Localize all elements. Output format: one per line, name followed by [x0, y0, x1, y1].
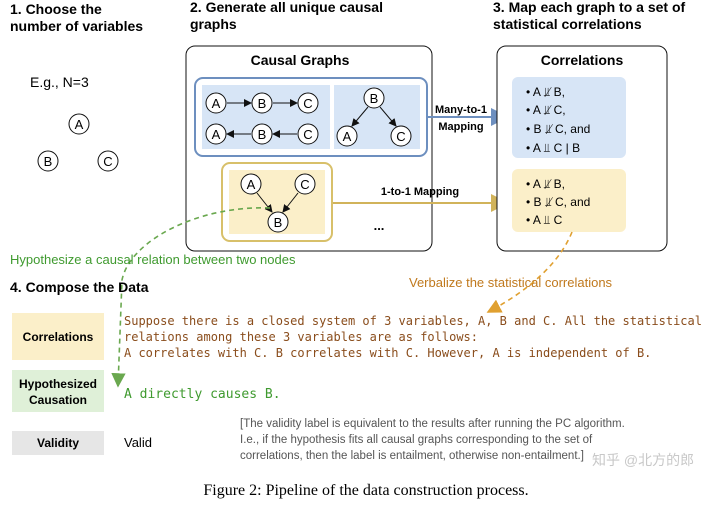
- blue-correlation-set: [512, 77, 626, 158]
- step1-node-b: B: [37, 150, 59, 172]
- svg-text:C: C: [303, 96, 312, 111]
- step1-node-c: C: [97, 150, 119, 172]
- yellow-correlation-set: [512, 169, 626, 232]
- graph-collider: A C B: [240, 173, 316, 233]
- correlations-panel-title: Correlations: [541, 52, 624, 68]
- yellow-corr-item: • B ⫫̸ C, and: [526, 195, 590, 209]
- correlations-text-line3: A correlates with C. B correlates with C…: [124, 346, 651, 360]
- verbalize-arrow: [486, 231, 573, 313]
- blue-corr-item: • A ⫫̸ B,: [526, 85, 565, 99]
- svg-text:C: C: [303, 127, 312, 142]
- blue-corr-item: • B ⫫̸ C, and: [526, 122, 590, 136]
- svg-text:A: A: [212, 127, 221, 142]
- correlations-label: Correlations: [23, 330, 94, 344]
- hypothesized-causation-label-box: [12, 370, 104, 412]
- svg-text:C: C: [300, 177, 309, 192]
- svg-text:B: B: [44, 154, 53, 169]
- svg-text:A: A: [75, 117, 84, 132]
- validity-label: Validity: [37, 436, 79, 450]
- graph-chain-forward: A B C: [205, 92, 319, 114]
- blue-corr-item: • A ⫫ C | B: [526, 141, 580, 155]
- svg-text:B: B: [258, 96, 267, 111]
- svg-text:C: C: [396, 129, 405, 144]
- graph-fork: B A C: [336, 87, 412, 147]
- step1-node-a: A: [68, 113, 90, 135]
- step3-title-line1: 3. Map each graph to a set of: [493, 0, 685, 15]
- step3-title-line2: statistical correlations: [493, 16, 642, 32]
- svg-text:B: B: [370, 91, 379, 106]
- blue-corr-item: • A ⫫̸ C,: [526, 103, 566, 117]
- hypothesize-note: Hypothesize a causal relation between tw…: [10, 252, 296, 267]
- step1-title-line2: number of variables: [10, 18, 143, 34]
- svg-text:B: B: [258, 127, 267, 142]
- figure-caption: Figure 2: Pipeline of the data construct…: [203, 482, 528, 499]
- graph-chain-backward: A B C: [205, 123, 319, 145]
- svg-text:A: A: [343, 129, 352, 144]
- step2-title-line2: graphs: [190, 16, 237, 32]
- step1-title-line1: 1. Choose the: [10, 1, 102, 17]
- hypothesize-arrow: [111, 207, 271, 388]
- hypothesized-label-line1: Hypothesized: [19, 377, 97, 391]
- svg-text:A: A: [247, 177, 256, 192]
- correlations-text-line2: relations among these 3 variables are as…: [124, 330, 478, 344]
- correlations-text-line1: Suppose there is a closed system of 3 va…: [124, 314, 702, 328]
- verbalize-note: Verbalize the statistical correlations: [409, 275, 613, 290]
- svg-text:A: A: [212, 96, 221, 111]
- validity-value: Valid: [124, 435, 152, 450]
- svg-text:B: B: [274, 215, 283, 230]
- validity-note-line1: [The validity label is equivalent to the…: [240, 418, 625, 430]
- step2-title-line1: 2. Generate all unique causal: [190, 0, 383, 15]
- yellow-corr-item: • A ⫫ C: [526, 213, 563, 227]
- many-to-one-label-line2: Mapping: [438, 121, 483, 133]
- hypothesized-label-line2: Causation: [29, 393, 87, 407]
- more-graphs-ellipsis: ...: [374, 218, 385, 233]
- correlations-label-box: [12, 313, 104, 360]
- step4-title: 4. Compose the Data: [10, 279, 149, 295]
- yellow-corr-item: • A ⫫̸ B,: [526, 177, 565, 191]
- step1-example: E.g., N=3: [30, 74, 89, 90]
- causal-graphs-title: Causal Graphs: [251, 52, 350, 68]
- validity-label-box: [12, 431, 104, 455]
- watermark: 知乎 @北方的郎: [592, 452, 694, 468]
- many-to-one-label-line1: Many-to-1: [435, 104, 487, 116]
- svg-text:C: C: [103, 154, 112, 169]
- validity-note-line2: I.e., if the hypothesis fits all causal …: [240, 434, 593, 446]
- validity-note-line3: correlations, then the label is entailme…: [240, 450, 584, 462]
- one-to-one-label: 1-to-1 Mapping: [381, 186, 459, 198]
- hypothesis-text: A directly causes B.: [124, 387, 281, 402]
